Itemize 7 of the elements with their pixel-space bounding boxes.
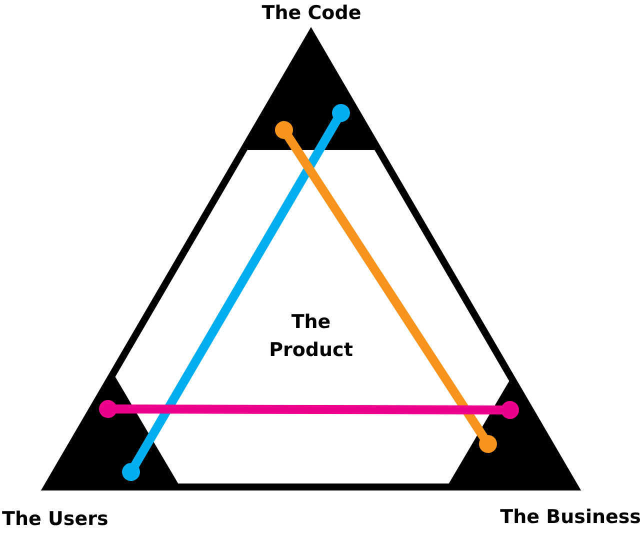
corner-label: The Business xyxy=(499,506,641,528)
connector-line xyxy=(122,104,350,481)
connector-line xyxy=(275,121,497,453)
center-label: The Product xyxy=(268,310,354,363)
corner-label: The Users xyxy=(2,508,110,530)
corner-label: The Code xyxy=(260,2,362,24)
connector-line xyxy=(99,400,519,419)
